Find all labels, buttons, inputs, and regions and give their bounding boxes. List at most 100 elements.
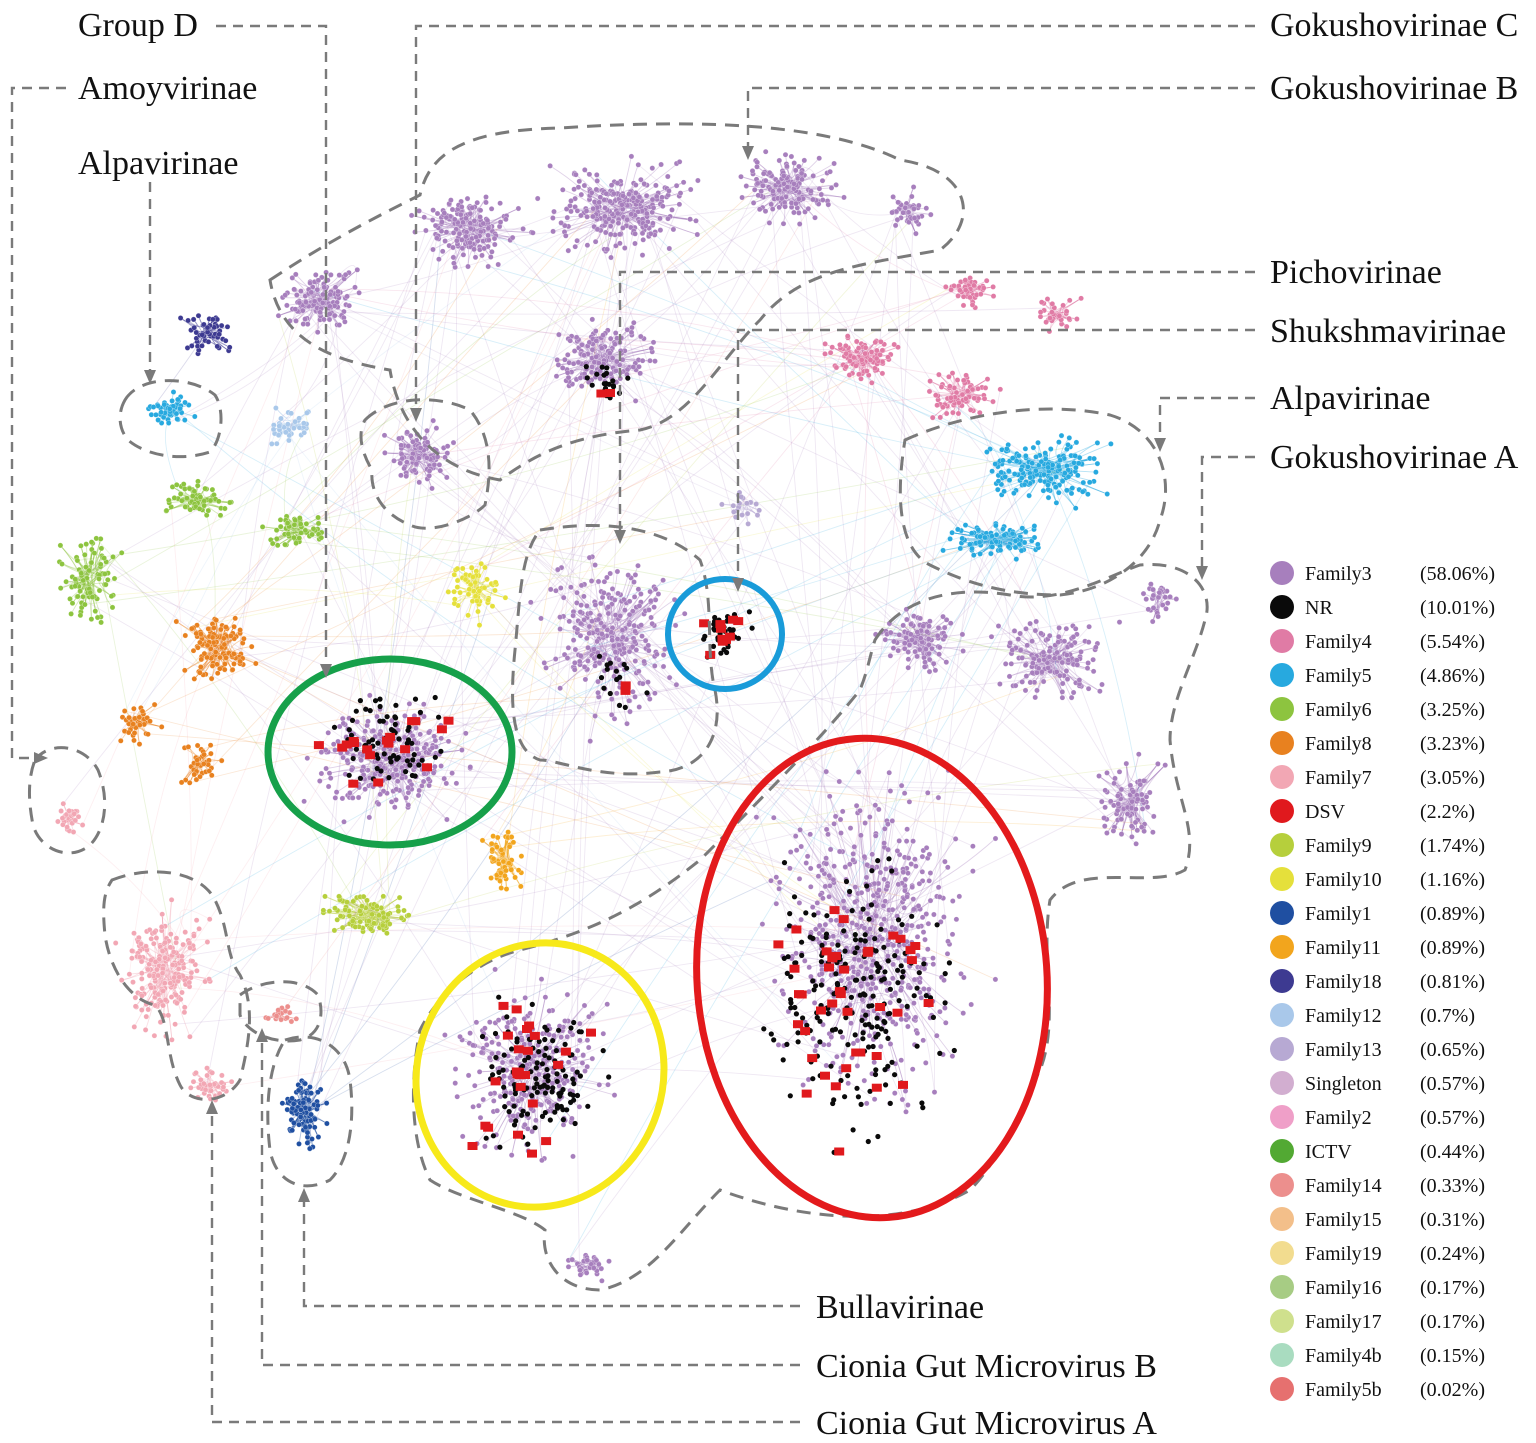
network-edge (468, 246, 1137, 845)
network-edge (648, 650, 887, 870)
network-node (595, 360, 602, 366)
network-edge (353, 921, 797, 954)
network-node (311, 298, 318, 305)
network-edge (465, 204, 680, 580)
network-node (861, 925, 868, 931)
network-node (463, 215, 469, 222)
network-node (787, 865, 793, 872)
network-edge (209, 635, 856, 888)
network-node (923, 646, 929, 652)
network-node (841, 194, 847, 201)
network-edge (401, 192, 800, 779)
network-node (670, 226, 677, 233)
network-node (1090, 656, 1096, 663)
network-edge (506, 838, 516, 878)
network-node (630, 688, 636, 695)
network-node (882, 636, 889, 643)
network-node (793, 200, 799, 207)
network-node (300, 321, 307, 327)
network-edge (642, 219, 914, 911)
network-node (292, 306, 299, 313)
network-node (933, 1032, 940, 1039)
network-node (1099, 681, 1105, 688)
network-node (293, 318, 299, 324)
network-node (808, 188, 814, 194)
network-edge (238, 309, 296, 657)
network-node (695, 177, 701, 184)
network-edge (820, 194, 1003, 479)
network-edges (57, 154, 1177, 1276)
network-node (607, 570, 614, 577)
network-node (491, 235, 498, 242)
network-edge (189, 754, 409, 1037)
network-edge (360, 195, 624, 761)
network-node (586, 554, 593, 561)
network-edge (334, 929, 928, 950)
network-node (488, 205, 495, 212)
network-node (905, 656, 912, 663)
network-edge (872, 470, 1010, 1040)
network-edge (424, 455, 914, 617)
network-node (465, 263, 471, 270)
network-node (429, 485, 435, 492)
network-node (769, 206, 776, 212)
network-node (408, 212, 415, 219)
network-node (1070, 689, 1077, 696)
network-node (1118, 786, 1125, 793)
network-node (896, 631, 903, 638)
network-node (892, 989, 899, 996)
network-node (942, 858, 948, 865)
network-node (467, 225, 474, 232)
network-node (1116, 619, 1123, 625)
network-node (410, 438, 416, 445)
network-node (654, 651, 660, 658)
network-node (484, 217, 491, 224)
network-node (829, 941, 836, 947)
network-node (326, 303, 333, 310)
network-node (872, 985, 879, 991)
network-node (382, 450, 388, 456)
network-node (1167, 594, 1173, 600)
network-node (909, 637, 915, 643)
network-node (631, 579, 637, 585)
network-node (796, 221, 803, 227)
network-node (520, 226, 526, 232)
network-node (868, 968, 875, 975)
network-node (942, 1019, 949, 1026)
network-node (328, 272, 334, 278)
network-node (588, 189, 595, 196)
network-node (624, 326, 631, 333)
network-node (898, 1057, 905, 1064)
network-node (317, 309, 323, 316)
network-node (666, 245, 673, 252)
network-node (1162, 594, 1169, 601)
network-node (626, 621, 633, 628)
network-edge (858, 550, 1022, 773)
network-node (915, 903, 922, 909)
network-node (927, 618, 933, 625)
network-node (557, 614, 563, 620)
network-node (583, 635, 590, 642)
network-node (356, 289, 362, 296)
network-node (1130, 788, 1137, 795)
network-node (924, 628, 930, 635)
network-node (292, 271, 299, 278)
network-node (1140, 590, 1147, 597)
network-node (838, 830, 844, 836)
network-node (924, 946, 931, 953)
network-node (922, 936, 928, 943)
network-node (398, 442, 405, 449)
network-node (873, 913, 880, 919)
network-node (916, 646, 923, 653)
network-edge (205, 230, 427, 1090)
network-node (581, 593, 587, 600)
network-node (607, 335, 614, 342)
network-edge (453, 208, 519, 264)
network-node (831, 863, 837, 870)
network-node (639, 633, 645, 639)
network-edge (100, 566, 183, 993)
network-edge (404, 461, 441, 471)
network-node (766, 169, 773, 176)
network-node (898, 1016, 905, 1023)
